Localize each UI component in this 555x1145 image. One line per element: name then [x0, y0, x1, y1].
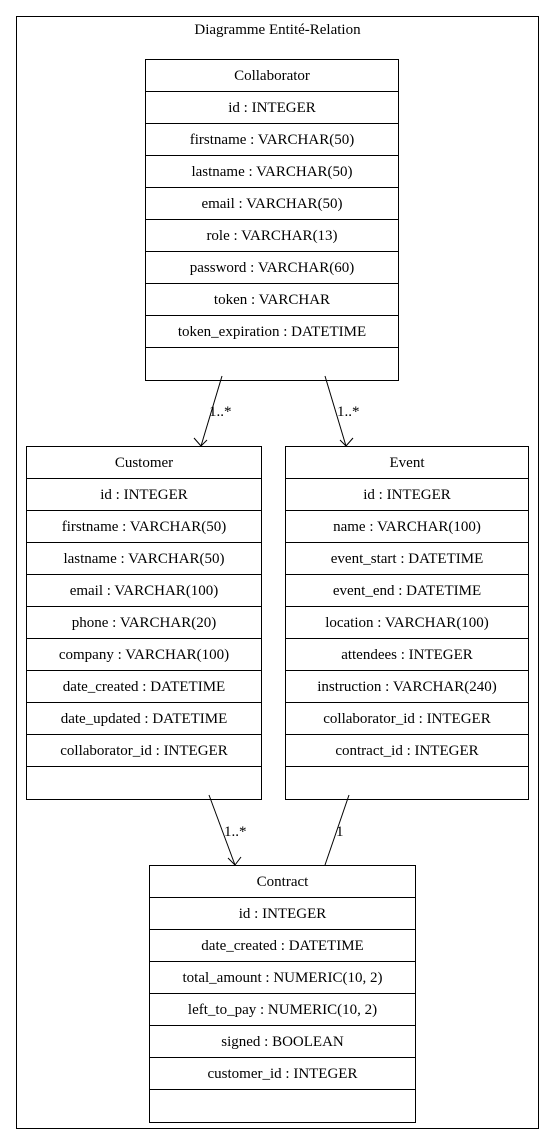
entity-attribute: date_created : DATETIME: [27, 671, 261, 703]
entity-attribute: email : VARCHAR(100): [27, 575, 261, 607]
crowfoot-right: [345, 437, 354, 447]
entity-attribute: left_to_pay : NUMERIC(10, 2): [150, 994, 415, 1026]
entity-attribute: id : INTEGER: [286, 479, 528, 511]
entity-attribute: customer_id : INTEGER: [150, 1058, 415, 1090]
entity-attribute: token : VARCHAR: [146, 284, 398, 316]
entity-attribute: lastname : VARCHAR(50): [146, 156, 398, 188]
entity-attribute: contract_id : INTEGER: [286, 735, 528, 767]
entity-attribute: event_end : DATETIME: [286, 575, 528, 607]
multiplicity-label: 1..*: [337, 404, 360, 420]
multiplicity-label: 1: [336, 824, 344, 840]
entity-attribute: attendees : INTEGER: [286, 639, 528, 671]
link-customer-contract: 1..*: [208, 794, 247, 866]
entity-attribute: id : INTEGER: [146, 92, 398, 124]
entity-attribute: date_updated : DATETIME: [27, 703, 261, 735]
multiplicity-label: 1..*: [209, 404, 232, 420]
entity-attribute: date_created : DATETIME: [150, 930, 415, 962]
diagram-frame: [16, 16, 539, 1129]
diagram-title: Diagramme Entité-Relation: [194, 22, 361, 38]
entity-attribute: signed : BOOLEAN: [150, 1026, 415, 1058]
entity-attribute: email : VARCHAR(50): [146, 188, 398, 220]
entity-attribute: location : VARCHAR(100): [286, 607, 528, 639]
crowfoot-right: [234, 856, 242, 866]
entity-attribute: phone : VARCHAR(20): [27, 607, 261, 639]
entity-attribute: role : VARCHAR(13): [146, 220, 398, 252]
entity-attribute: event_start : DATETIME: [286, 543, 528, 575]
entity-attribute: password : VARCHAR(60): [146, 252, 398, 284]
crowfoot-right: [200, 439, 208, 447]
entity-attribute: firstname : VARCHAR(50): [27, 511, 261, 543]
entity-attribute: id : INTEGER: [150, 898, 415, 930]
link-collaborator-customer: 1..*: [193, 375, 232, 447]
entity-attribute: id : INTEGER: [27, 479, 261, 511]
entity-name: Customer: [27, 447, 261, 479]
entity-attribute: lastname : VARCHAR(50): [27, 543, 261, 575]
entity-name: Contract: [150, 866, 415, 898]
entity-attribute: company : VARCHAR(100): [27, 639, 261, 671]
entity-attribute: name : VARCHAR(100): [286, 511, 528, 543]
entity-attribute: instruction : VARCHAR(240): [286, 671, 528, 703]
entity-attribute: token_expiration : DATETIME: [146, 316, 398, 348]
crowfoot-left: [339, 439, 347, 447]
multiplicity-label: 1..*: [224, 824, 247, 840]
entity-attribute: firstname : VARCHAR(50): [146, 124, 398, 156]
entity-name: Event: [286, 447, 528, 479]
entity-attribute: collaborator_id : INTEGER: [286, 703, 528, 735]
crowfoot-left: [193, 437, 202, 447]
entity-attribute: total_amount : NUMERIC(10, 2): [150, 962, 415, 994]
link-collaborator-event: 1..*: [324, 375, 360, 447]
entity-attribute: collaborator_id : INTEGER: [27, 735, 261, 767]
entity-name: Collaborator: [146, 60, 398, 92]
link-event-contract: 1: [324, 794, 350, 866]
crowfoot-left: [227, 857, 236, 866]
